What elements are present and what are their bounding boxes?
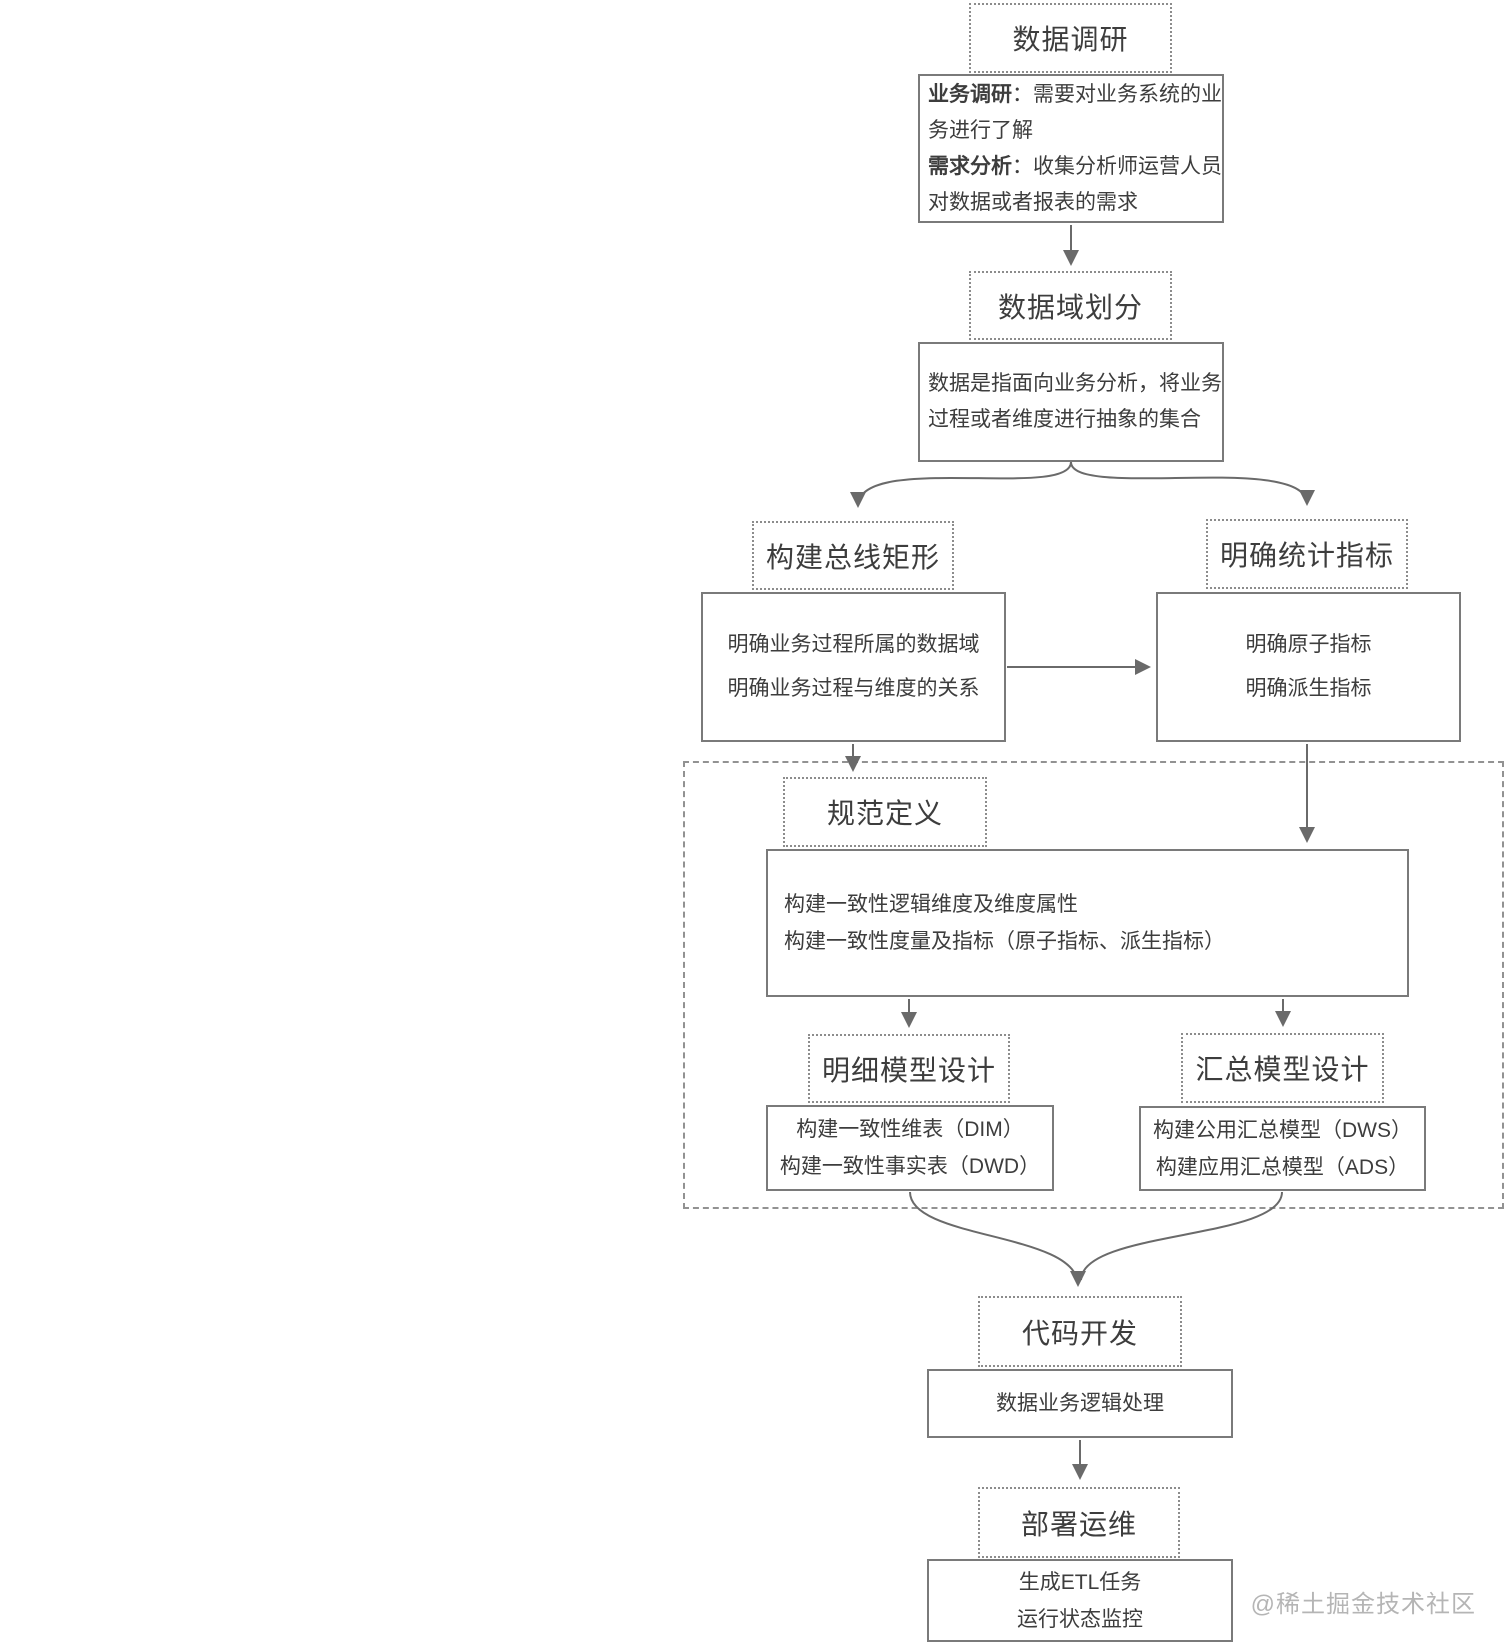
node-data-survey-title: 数据调研	[969, 3, 1172, 73]
node-data-survey-label: 数据调研	[1012, 24, 1129, 55]
survey-line-1: 业务调研：需要对业务系统的业	[928, 82, 1222, 106]
node-stat-metric-title: 明确统计指标	[1206, 519, 1408, 589]
node-spec-definition-label: 规范定义	[826, 798, 943, 829]
node-summary-model-detail: 构建公用汇总模型（DWS） 构建应用汇总模型（ADS）	[1139, 1106, 1426, 1191]
node-stat-metric-label: 明确统计指标	[1219, 540, 1394, 571]
detail-line-2: 构建一致性事实表（DWD）	[779, 1155, 1041, 1178]
node-data-domain-title: 数据域划分	[969, 271, 1172, 340]
node-data-survey-detail: 业务调研：需要对业务系统的业 务进行了解 需求分析：收集分析师运营人员 对数据或…	[918, 74, 1224, 223]
watermark: @稀土掘金技术社区	[1250, 1591, 1476, 1618]
deploy-line-1: 生成ETL任务	[1018, 1570, 1142, 1594]
summary-line-1: 构建公用汇总模型（DWS）	[1153, 1118, 1412, 1142]
arrow-domain-to-bus	[850, 461, 1072, 508]
node-code-dev-label: 代码开发	[1021, 1317, 1138, 1349]
node-summary-model-title: 汇总模型设计	[1181, 1033, 1384, 1103]
node-deploy-ops-label: 部署运维	[1020, 1508, 1137, 1540]
node-code-dev-title: 代码开发	[978, 1296, 1182, 1367]
node-data-domain-label: 数据域划分	[997, 291, 1143, 323]
node-detail-model-label: 明细模型设计	[821, 1054, 996, 1086]
survey-line-3: 需求分析：收集分析师运营人员	[928, 154, 1222, 178]
spec-line-1: 构建一致性逻辑维度及维度属性	[784, 893, 1078, 916]
node-deploy-ops-title: 部署运维	[978, 1487, 1180, 1558]
node-spec-definition-title: 规范定义	[783, 777, 987, 847]
node-bus-matrix-detail: 明确业务过程所属的数据域 明确业务过程与维度的关系	[701, 592, 1006, 742]
node-bus-matrix-title: 构建总线矩形	[752, 521, 954, 590]
node-summary-model-label: 汇总模型设计	[1195, 1054, 1370, 1085]
node-bus-matrix-label: 构建总线矩形	[765, 541, 940, 573]
summary-line-2: 构建应用汇总模型（ADS）	[1155, 1155, 1410, 1179]
survey-line-2: 务进行了解	[928, 118, 1033, 142]
domain-line-1: 数据是指面向业务分析，将业务	[928, 372, 1222, 395]
survey-line-4: 对数据或者报表的需求	[928, 190, 1138, 214]
metric-line-2: 明确派生指标	[1245, 677, 1372, 700]
node-code-dev-detail: 数据业务逻辑处理	[927, 1369, 1233, 1438]
detail-line-1: 构建一致性维表（DIM）	[796, 1118, 1024, 1141]
node-stat-metric-detail: 明确原子指标 明确派生指标	[1156, 592, 1461, 742]
node-detail-model-title: 明细模型设计	[808, 1034, 1010, 1103]
bus-line-1: 明确业务过程所属的数据域	[727, 633, 980, 656]
code-line-1: 数据业务逻辑处理	[996, 1392, 1164, 1415]
spec-line-2: 构建一致性度量及指标（原子指标、派生指标）	[784, 930, 1225, 953]
metric-line-1: 明确原子指标	[1245, 633, 1372, 656]
node-data-domain-detail: 数据是指面向业务分析，将业务 过程或者维度进行抽象的集合	[918, 342, 1224, 462]
node-deploy-ops-detail: 生成ETL任务 运行状态监控	[927, 1559, 1233, 1642]
bus-line-2: 明确业务过程与维度的关系	[727, 677, 980, 700]
arrow-domain-to-metric	[1070, 461, 1315, 506]
node-spec-definition-detail: 构建一致性逻辑维度及维度属性 构建一致性度量及指标（原子指标、派生指标）	[766, 849, 1409, 997]
deploy-line-2: 运行状态监控	[1017, 1607, 1143, 1631]
domain-line-2: 过程或者维度进行抽象的集合	[928, 408, 1201, 431]
node-detail-model-detail: 构建一致性维表（DIM） 构建一致性事实表（DWD）	[766, 1105, 1054, 1191]
